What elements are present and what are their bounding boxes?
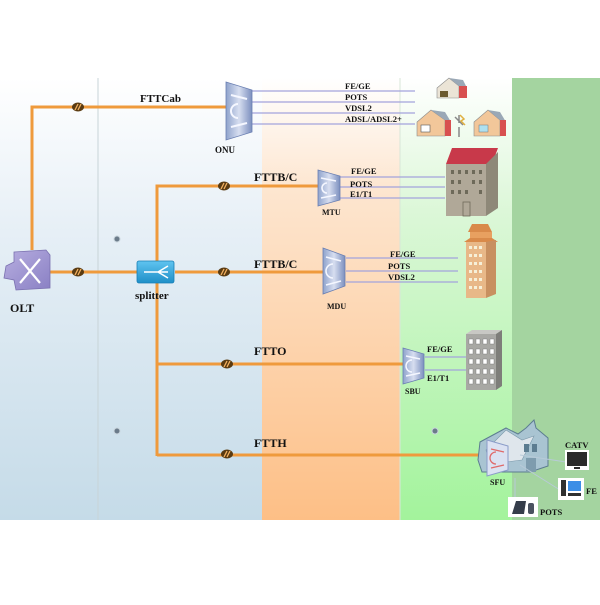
device-label: MTU (322, 208, 341, 217)
fiber-connector-icon (221, 359, 233, 369)
service-label: FE/GE (390, 249, 416, 259)
phone-icon (508, 497, 538, 517)
fiber-connector-icon (72, 102, 84, 112)
fiber-connector-icon (218, 267, 230, 277)
service-line (519, 464, 561, 491)
service-label: E1/T1 (350, 189, 372, 199)
olt-device[interactable]: OLT (3, 249, 51, 315)
onu-icon (225, 81, 253, 141)
sfu-device[interactable]: SFU (486, 439, 509, 487)
home-icon (473, 109, 506, 137)
olt-label: OLT (10, 301, 34, 315)
service-label: POTS (345, 92, 367, 102)
home-icon (436, 77, 467, 99)
branch-fttb-mdu: FTTB/C MDU FE/GE POTS VDSL2 (254, 224, 498, 311)
fiber-label: FTTCab (140, 93, 181, 105)
connectors (72, 102, 233, 459)
marker-dot-icon (113, 427, 121, 435)
device-label: MDU (327, 302, 346, 311)
split-arrows-icon (144, 265, 169, 279)
service-label: E1/T1 (427, 373, 449, 383)
background-zones (0, 78, 600, 520)
tv-icon (565, 450, 589, 470)
fiber-lines (30, 105, 488, 457)
fiber-connector-icon (221, 449, 233, 459)
antenna-icon (454, 114, 466, 137)
device-label: ONU (215, 145, 236, 155)
service-label: FE (586, 486, 597, 496)
fiber-label: FTTO (254, 344, 286, 358)
splitter-device[interactable]: splitter (135, 260, 175, 302)
branch-ftth: FTTH SFU CATV FE (254, 419, 597, 517)
marker-dot-icon (113, 235, 121, 243)
device-label: SBU (405, 387, 421, 396)
copper-lines (252, 90, 466, 371)
office-building-icon (466, 330, 502, 390)
marker-dot-icon (431, 427, 439, 435)
service-label: FE/GE (345, 81, 371, 91)
service-label: CATV (565, 440, 589, 450)
mdu-icon (322, 247, 346, 295)
device-label: SFU (490, 478, 505, 487)
branch-fttcab: FTTCab ONU FE/GE POTS VDSL2 ADSL/ADSL2+ (140, 77, 506, 155)
zone-core (0, 78, 262, 520)
splitter-label: splitter (135, 290, 169, 302)
service-label: VDSL2 (388, 272, 415, 282)
service-label: POTS (350, 179, 372, 189)
home-icon (416, 109, 451, 137)
mdu-device[interactable]: MDU (322, 247, 346, 311)
fiber-label: FTTH (254, 436, 287, 450)
sfu-glyph-icon (489, 448, 505, 469)
branch-ftto: FTTO SBU FE/GE E1/T1 (254, 330, 502, 396)
service-label: FE/GE (427, 344, 453, 354)
mdu-glyph-icon (325, 256, 342, 286)
tower-icon (464, 224, 498, 298)
branch-fttb-mtu: FTTB/C MTU FE/GE POTS E1/T1 (254, 148, 498, 217)
switch-cross-icon (19, 258, 41, 284)
onu-glyph-icon (230, 94, 248, 128)
zone-distribution (262, 78, 400, 520)
service-label: ADSL/ADSL2+ (345, 114, 402, 124)
computer-icon (558, 478, 584, 500)
mtu-glyph-icon (320, 177, 337, 199)
mtu-device[interactable]: MTU (317, 169, 341, 217)
fiber-connector-icon (72, 267, 84, 277)
fiber-fttcab (30, 105, 226, 250)
sbu-device[interactable]: SBU (402, 347, 425, 396)
service-label: VDSL2 (345, 103, 372, 113)
building-icon (446, 148, 498, 217)
fiber-label: FTTB/C (254, 257, 297, 271)
service-line (519, 454, 567, 463)
fiber-label: FTTB/C (254, 170, 297, 184)
sbu-glyph-icon (405, 355, 421, 377)
service-label: POTS (388, 261, 410, 271)
fiber-splitter-trunk (155, 184, 318, 456)
service-label: FE/GE (351, 166, 377, 176)
markers (113, 235, 439, 435)
onu-device[interactable]: ONU (215, 81, 253, 155)
fiber-connector-icon (218, 181, 230, 191)
service-label: POTS (540, 507, 562, 517)
